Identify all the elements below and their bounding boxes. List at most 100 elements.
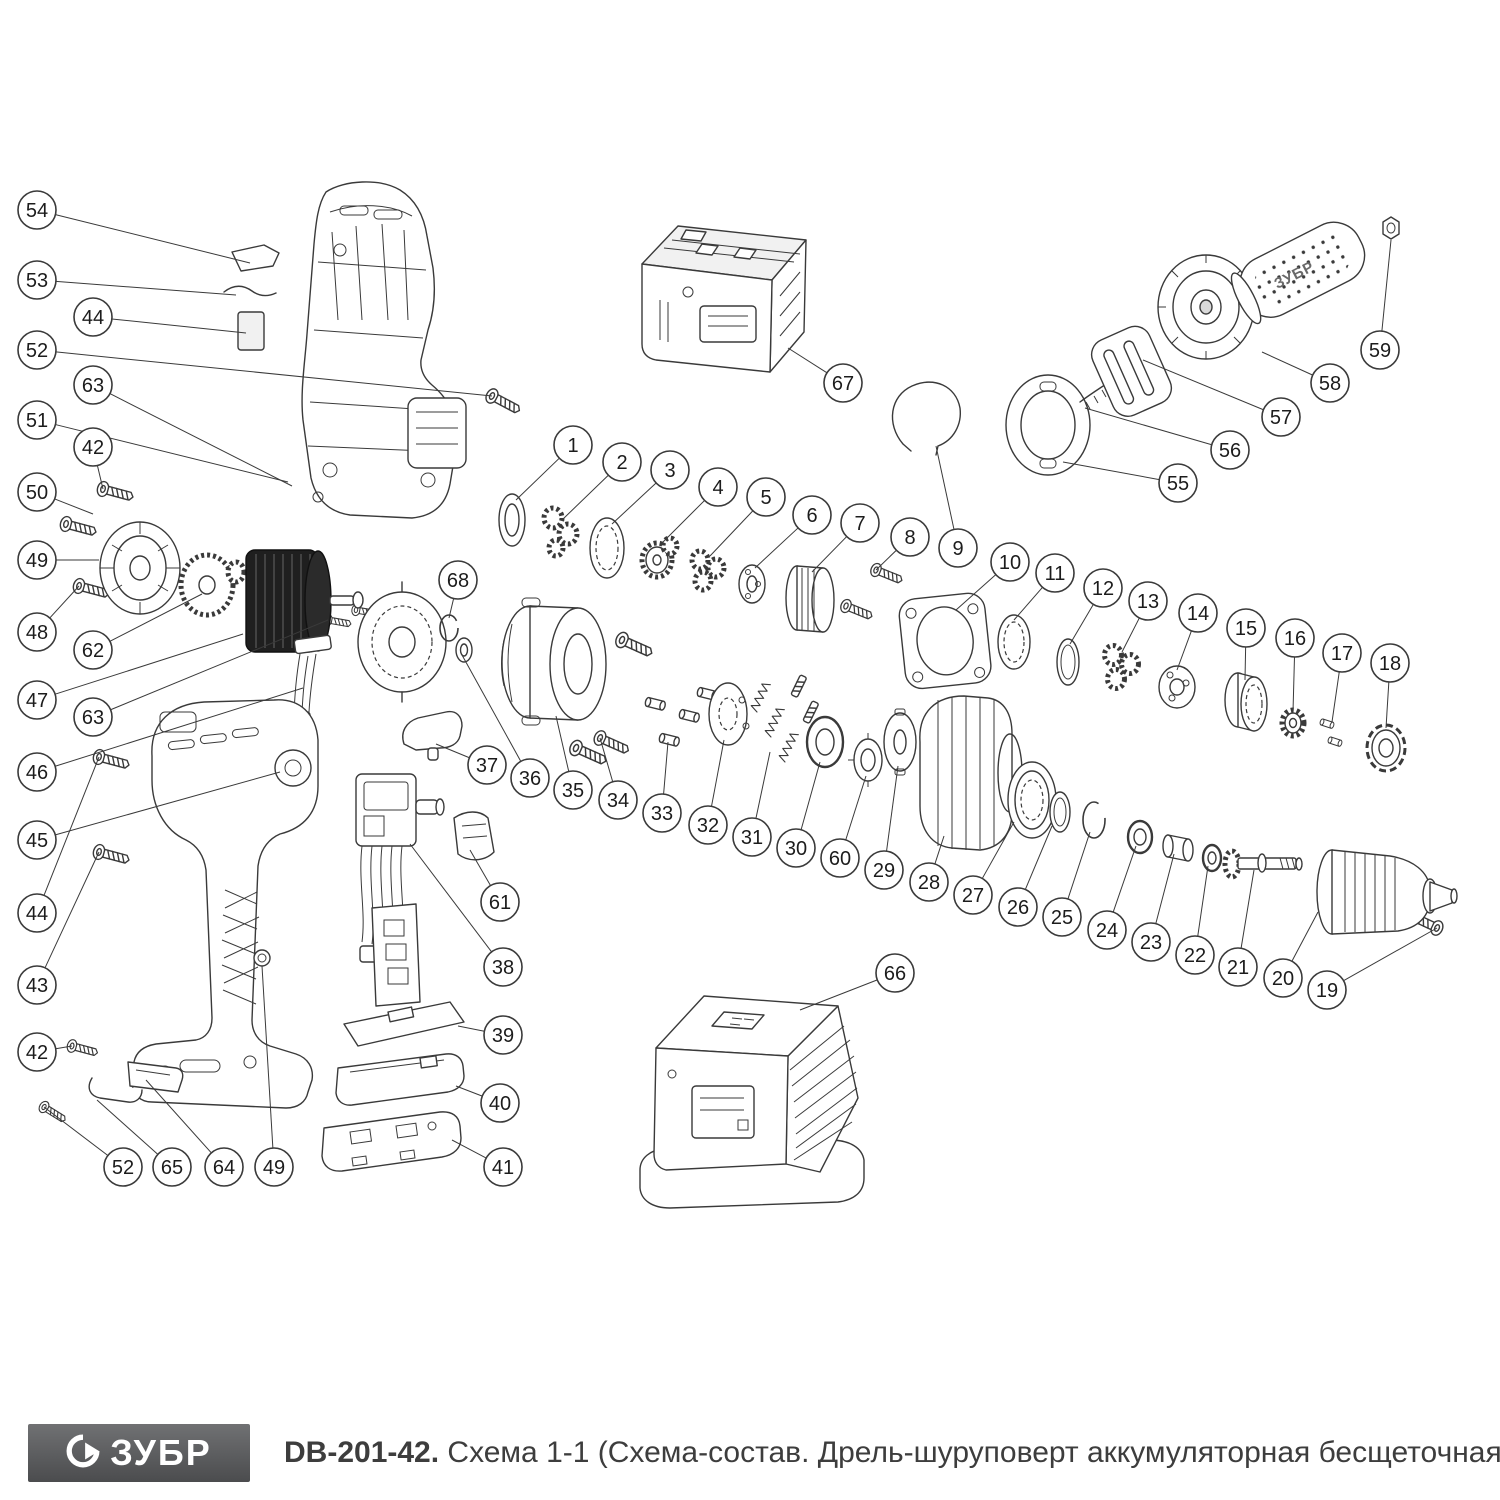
tab-washer-60	[848, 733, 883, 787]
callout-23: 23	[1131, 853, 1175, 962]
callout-65: 65	[96, 1099, 192, 1187]
callout-bubble-61	[480, 882, 520, 922]
handle-grip-59: ЗУБР	[1230, 221, 1366, 325]
callout-number: 33	[651, 803, 673, 825]
cam-plate-32	[708, 682, 750, 746]
spacer-23	[1162, 834, 1194, 862]
snap-ring-25	[1082, 801, 1106, 839]
callout-number: 12	[1092, 578, 1114, 600]
callout-6: 6	[754, 495, 832, 569]
handle-nut-49	[253, 949, 271, 967]
callout-52: 52	[43, 1106, 143, 1187]
callout-1: 1	[515, 425, 593, 501]
callout-number: 22	[1184, 945, 1206, 967]
callout-number: 21	[1227, 957, 1249, 979]
callout-bubble-35	[553, 770, 593, 810]
callout-26: 26	[998, 825, 1053, 927]
ring-gear-15	[1224, 672, 1268, 732]
planet-set-5	[689, 548, 727, 593]
trigger-37	[402, 710, 463, 761]
callout-bubble-1	[553, 425, 593, 465]
callout-bubble-65	[152, 1147, 192, 1187]
callout-bubble-3	[650, 450, 690, 490]
callout-25: 25	[1042, 831, 1091, 937]
callout-bubble-43	[17, 965, 57, 1005]
callout-bubble-66	[875, 953, 915, 993]
cam-washer-16	[1279, 707, 1307, 739]
callout-bubble-59	[1360, 330, 1400, 370]
clutch-housing-28	[919, 695, 1023, 851]
ring-gear-3	[589, 517, 625, 579]
drill-chuck-20	[1316, 849, 1458, 935]
pins-33	[643, 686, 719, 748]
callout-bubble-33	[642, 793, 682, 833]
callout-number: 6	[806, 505, 817, 527]
shaft-washer	[455, 637, 473, 663]
callout-number: 50	[26, 482, 48, 504]
callout-66: 66	[799, 953, 915, 1011]
callout-number: 47	[26, 690, 48, 712]
callout-number: 4	[712, 477, 723, 499]
callout-31: 31	[732, 751, 772, 857]
callout-bubble-62	[73, 630, 113, 670]
callout-bubble-22	[1175, 935, 1215, 975]
callout-number: 68	[447, 570, 469, 592]
callout-32: 32	[688, 739, 728, 845]
callout-number: 16	[1284, 628, 1306, 650]
side-handle-assembly: ЗУБР	[1005, 216, 1400, 476]
callout-number: 19	[1316, 980, 1338, 1002]
callout-number: 42	[26, 1042, 48, 1064]
callout-38: 38	[409, 843, 523, 987]
bearing-ring-30	[805, 715, 845, 769]
callout-bubble-58	[1310, 363, 1350, 403]
callout-bubble-42	[17, 1032, 57, 1072]
callout-48: 48	[17, 585, 80, 652]
handle-clamp-56	[1090, 325, 1173, 417]
callout-44: 44	[73, 297, 247, 337]
callout-bubble-36	[510, 758, 550, 798]
callout-50: 50	[17, 472, 94, 515]
callout-number: 34	[607, 790, 629, 812]
callout-number: 37	[476, 755, 498, 777]
trigger-switch-assembly	[355, 773, 495, 963]
callout-bubble-49	[254, 1147, 294, 1187]
callout-bubble-11	[1035, 553, 1075, 593]
callout-number: 36	[519, 768, 541, 790]
callout-bubble-48	[17, 612, 57, 652]
callout-number: 54	[26, 200, 48, 222]
callout-number: 38	[492, 957, 514, 979]
callout-bubble-4	[698, 467, 738, 507]
callout-3: 3	[611, 450, 690, 525]
forward-reverse-button	[453, 811, 495, 861]
callout-number: 42	[82, 437, 104, 459]
callout-bubble-30	[776, 828, 816, 868]
washer-26	[1049, 791, 1071, 833]
callout-bubble-24	[1087, 910, 1127, 950]
callout-bubble-67	[823, 363, 863, 403]
callout-number: 56	[1219, 440, 1241, 462]
callout-bubble-68	[438, 560, 478, 600]
callout-bubble-47	[17, 680, 57, 720]
callout-16: 16	[1275, 618, 1315, 713]
callout-number: 3	[664, 460, 675, 482]
callout-bubble-57	[1261, 397, 1301, 437]
callout-59: 59	[1360, 239, 1400, 370]
terminal-bracket	[343, 903, 465, 1047]
callout-bubble-53	[17, 260, 57, 300]
callout-bubble-20	[1263, 958, 1303, 998]
callout-bubble-44	[73, 297, 113, 337]
callout-number: 20	[1272, 968, 1294, 990]
callout-bubble-54	[17, 190, 57, 230]
gearbox-case-35	[501, 597, 607, 726]
zubr-arrow-icon	[66, 1434, 100, 1473]
callout-bubble-50	[17, 472, 57, 512]
callout-15: 15	[1226, 608, 1266, 681]
callout-64: 64	[145, 1079, 244, 1187]
callout-number: 11	[1045, 563, 1066, 585]
diagram-title: DB-201-42. Схема 1-1 (Схема-состав. Дрел…	[284, 1436, 1500, 1470]
callout-bubble-12	[1083, 568, 1123, 608]
callout-bubble-40	[480, 1083, 520, 1123]
callout-number: 26	[1007, 897, 1029, 919]
callout-number: 63	[82, 707, 104, 729]
washer-12	[1056, 638, 1080, 686]
